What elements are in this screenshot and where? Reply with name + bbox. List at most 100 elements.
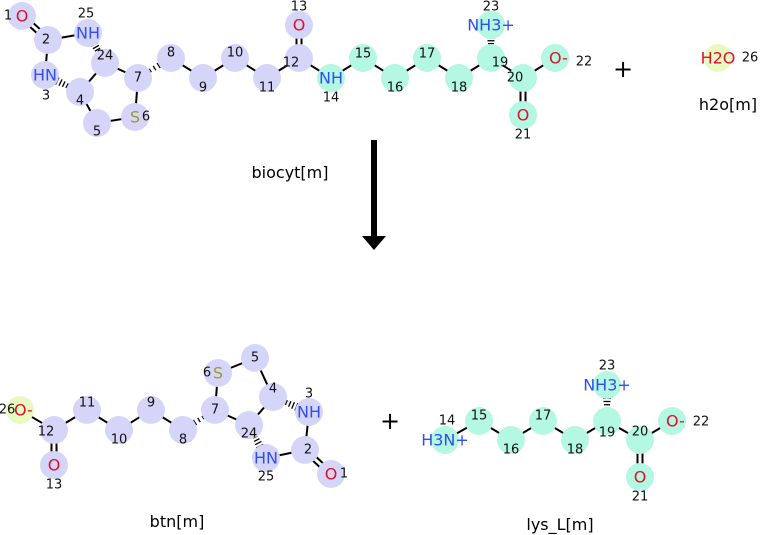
atom-highlight	[31, 61, 59, 89]
atom-highlight	[295, 398, 323, 426]
atom-highlight	[658, 407, 686, 435]
atom-highlight	[704, 44, 732, 72]
atom-highlight	[529, 407, 557, 435]
atom-number: 11	[79, 396, 96, 411]
atom-highlight	[477, 44, 505, 72]
atom-number: 15	[471, 409, 488, 424]
molecule-name-lys: lys_L[m]	[526, 515, 593, 535]
atom-label: O	[517, 106, 530, 125]
atom-number: 2	[42, 33, 50, 48]
atom-highlight	[91, 49, 119, 77]
atom-highlight	[253, 64, 281, 92]
atom-number: 10	[227, 46, 244, 61]
atom-number: 4	[269, 382, 277, 397]
atom-label: O	[634, 468, 647, 487]
atom-highlight	[201, 396, 229, 424]
atom-highlight	[291, 436, 319, 464]
atom-highlight	[541, 44, 569, 72]
atom-highlight	[593, 371, 621, 399]
atom-label: O	[48, 456, 61, 475]
atom-highlight	[445, 64, 473, 92]
atom-number: 26	[0, 403, 15, 418]
atom-number: 20	[507, 71, 524, 86]
atom-highlight	[626, 463, 654, 491]
atom-highlight	[40, 416, 68, 444]
atom-highlight	[349, 44, 377, 72]
atom-label: O-	[666, 412, 685, 431]
atom-highlight	[509, 64, 537, 92]
atom-label: S	[130, 108, 140, 127]
atom-number: 16	[387, 81, 404, 96]
plus-sign: +	[613, 55, 633, 83]
atom-number: 8	[179, 433, 187, 448]
atom-label: NH	[319, 69, 343, 88]
atom-number: 21	[515, 128, 532, 143]
atom-number: 18	[567, 443, 584, 458]
atom-highlight	[241, 344, 269, 372]
atom-number: 12	[38, 425, 55, 440]
atom-highlight	[431, 426, 459, 454]
atom-number: 9	[147, 396, 155, 411]
atom-number: 26	[742, 51, 759, 66]
atom-number: 24	[241, 427, 258, 442]
atom-highlight	[157, 44, 185, 72]
atom-number: 21	[632, 490, 649, 505]
atom-highlight	[259, 383, 287, 411]
atom-highlight	[317, 460, 345, 488]
atom-number: 23	[483, 0, 500, 15]
atom-number: 13	[291, 0, 308, 15]
reaction-arrow	[362, 140, 386, 250]
atom-number: 3	[305, 387, 313, 402]
atom-highlight	[73, 396, 101, 424]
atom-number: 12	[283, 56, 300, 71]
molecule-name-biocyt: biocyt[m]	[252, 163, 329, 182]
atom-label: S	[213, 364, 223, 383]
atom-number: 14	[323, 91, 340, 106]
atom-label: HN	[33, 66, 57, 85]
atom-highlight	[40, 451, 68, 479]
atom-highlight	[189, 64, 217, 92]
atom-number: 6	[142, 110, 150, 125]
atom-number: 19	[492, 56, 509, 71]
atom-number: 5	[93, 125, 101, 140]
molecule-name-btn: btn[m]	[150, 512, 205, 531]
atom-highlight	[285, 44, 313, 72]
atom-label: H2O	[701, 49, 736, 68]
atom-highlight	[465, 407, 493, 435]
atom-number: 16	[503, 443, 520, 458]
atom-number: 19	[599, 426, 616, 441]
atom-highlight	[509, 101, 537, 129]
atom-number: 7	[211, 403, 219, 418]
bonds-layer	[26, 20, 664, 470]
molecule-name-h2o: h2o[m]	[699, 95, 757, 114]
atom-label: O	[293, 16, 306, 35]
atom-number: 11	[259, 81, 276, 96]
atom-number: 22	[693, 415, 710, 430]
atom-highlight	[235, 411, 263, 439]
atom-label: NH	[297, 403, 321, 422]
atom-highlight	[169, 416, 197, 444]
atom-number: 20	[632, 425, 649, 440]
atom-number: 15	[355, 47, 372, 62]
atom-highlight	[477, 11, 505, 39]
atom-label: O-	[14, 401, 33, 420]
atom-highlight	[593, 407, 621, 435]
atom-number: 17	[419, 47, 436, 62]
atom-number: 8	[167, 46, 175, 61]
atom-number: 18	[451, 81, 468, 96]
atom-highlight	[124, 64, 152, 92]
atom-highlight	[66, 78, 94, 106]
atom-highlight	[204, 359, 232, 387]
atom-highlight	[6, 396, 34, 424]
atom-number: 4	[76, 94, 84, 109]
atom-number: 23	[599, 359, 616, 374]
atom-label: NH3+	[467, 16, 515, 35]
atom-highlight	[34, 26, 62, 54]
atom-highlight	[317, 64, 345, 92]
atom-highlight	[626, 426, 654, 454]
atom-highlight	[74, 19, 102, 47]
atom-label: O	[325, 465, 338, 484]
atom-number: 5	[251, 351, 259, 366]
